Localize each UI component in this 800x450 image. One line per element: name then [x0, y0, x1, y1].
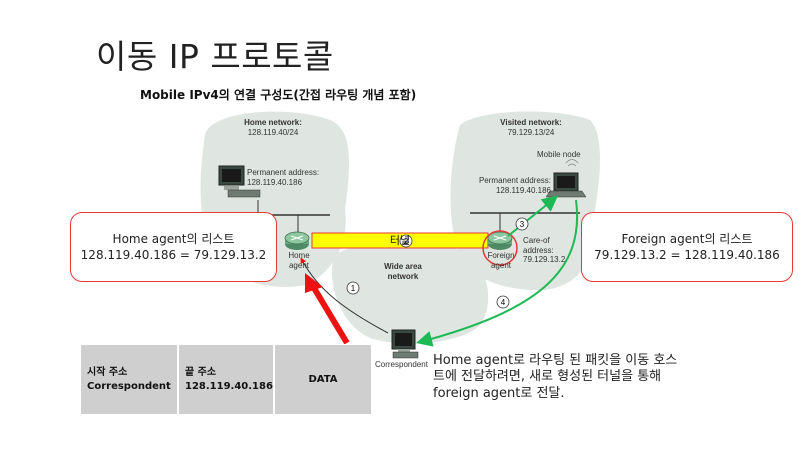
wan-label: Wide area network	[384, 262, 422, 281]
home-agent-label: Home agent	[288, 251, 310, 270]
route-arrow-1	[300, 257, 389, 334]
slide-title: 이동 IP 프로토콜	[96, 37, 334, 76]
correspondent-pc-icon	[391, 329, 419, 359]
packet-data-cell: DATA	[275, 345, 371, 414]
tunnel-label: 터널	[389, 234, 411, 247]
foreign-agent-list-mapping: 79.129.13.2 = 128.119.40.186	[594, 248, 780, 262]
care-of-address: Care-of address: 79.129.13.2	[523, 236, 566, 265]
route-arrow-3	[507, 195, 559, 237]
step-number-1: 1	[351, 284, 356, 293]
visited-network-label: Visited network: 79.129.13/24	[500, 118, 562, 137]
packet-destination-cell: 끝 주소 128.119.40.186	[179, 345, 275, 414]
step-number-4: 4	[501, 298, 506, 307]
home-permanent-address: Permanent address: 128.119.40.186	[247, 168, 320, 187]
packet-source-cell: 시작 주소 Correspondent	[81, 345, 179, 414]
red-highlight-arrow	[311, 286, 350, 345]
home-pc-icon	[218, 165, 261, 198]
foreign-agent-router-icon	[487, 231, 513, 250]
correspondent-label: Correspondent	[375, 360, 428, 369]
step-number-3: 3	[520, 220, 525, 229]
foreign-agent-list-title: Foreign agent의 리스트	[621, 231, 753, 246]
home-agent-list-title: Home agent의 리스트	[112, 231, 235, 246]
diagram-subtitle: Mobile IPv4의 연결 구성도(간접 라우팅 개념 포함)	[140, 88, 417, 102]
packet-header: 시작 주소 Correspondent 끝 주소 128.119.40.186 …	[81, 344, 371, 414]
home-agent-list-mapping: 128.119.40.186 = 79.129.13.2	[80, 248, 267, 262]
home-network-label: Home network: 128.119.40/24	[244, 118, 302, 137]
wan-blob	[331, 242, 489, 344]
home-agent-list-callout: Home agent의 리스트 128.119.40.186 = 79.129.…	[70, 212, 277, 282]
route-arrow-4	[416, 199, 579, 347]
step-number-2: 2	[404, 237, 409, 246]
mobile-node-label: Mobile node	[537, 150, 581, 159]
foreign-agent-label: Foreign agent	[487, 251, 515, 270]
foreign-agent-list-callout: Foreign agent의 리스트 79.129.13.2 = 128.119…	[581, 212, 793, 282]
foreign-agent-highlight	[482, 230, 518, 266]
description-text: Home agent로 라우팅 된 패킷을 이동 호스 트에 전달하려면, 새로…	[433, 353, 678, 401]
home-agent-router-icon	[284, 231, 310, 250]
visited-permanent-address: Permanent address: 128.119.40.186	[478, 176, 551, 195]
